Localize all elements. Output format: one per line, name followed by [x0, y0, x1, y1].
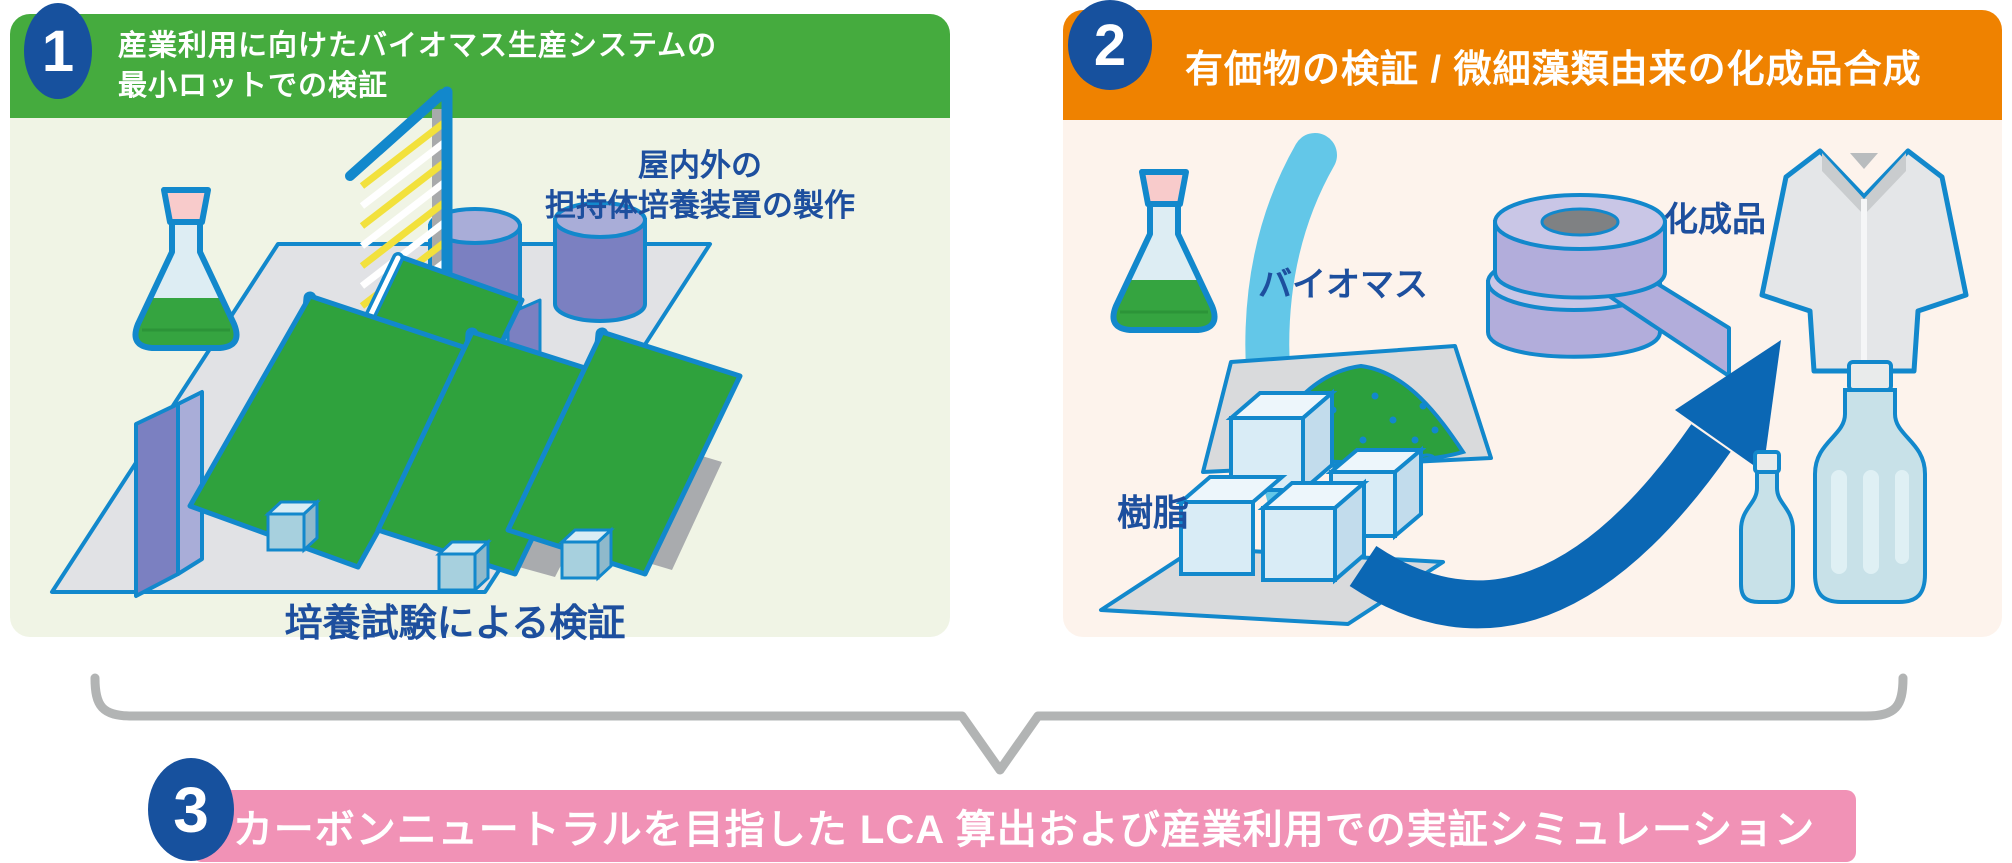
panel2-title: 有価物の検証 / 微細藻類由来の化成品合成 [1185, 48, 1922, 91]
culture-test-caption: 培養試験による検証 [284, 603, 626, 645]
step-3-number: 3 [173, 773, 209, 846]
culture-sheet-icon [505, 327, 743, 582]
step-1-badge: 1 [24, 3, 92, 99]
tank-icon [553, 201, 647, 323]
valuables-illustration [1099, 133, 1969, 629]
biomass-label: バイオマス [1258, 266, 1428, 304]
panel1-header: 産業利用に向けたバイオマス生産システムの 最小ロットでの検証 [10, 14, 950, 118]
shirt-icon [1759, 148, 1969, 374]
panel1-title: 産業利用に向けたバイオマス生産システムの 最小ロットでの検証 [118, 26, 717, 106]
bottle-icon [1739, 450, 1795, 604]
bottle-icon [1813, 360, 1927, 604]
panel-biomass-production: 産業利用に向けたバイオマス生産システムの 最小ロットでの検証 [10, 14, 950, 645]
device-caption: 屋内外の 担持体培養装置の製作 [440, 146, 960, 226]
device-caption-line1: 屋内外の [638, 148, 762, 183]
culture-sheet-icon [187, 291, 481, 570]
step-2-badge: 2 [1068, 0, 1152, 90]
process-arrow-icon [1349, 340, 1781, 629]
culture-system-illustration [50, 86, 743, 598]
resin-label: 樹脂 [1116, 492, 1189, 533]
step-2-number: 2 [1093, 12, 1127, 78]
flask-icon [1110, 169, 1218, 333]
chemical-products-label: 化成品 [1664, 201, 1766, 239]
resin-cubes-icon [1099, 388, 1445, 626]
panel1-title-line1: 産業利用に向けたバイオマス生産システムの [118, 30, 718, 62]
flask-icon [132, 187, 240, 351]
panel-lca-simulation: カーボンニュートラルを目指した LCA 算出および産業利用での実証シミュレーショ… [192, 790, 1856, 862]
device-caption-line2: 担持体培養装置の製作 [545, 188, 855, 223]
culture-sheet-icon [375, 327, 613, 594]
panel2-header: 有価物の検証 / 微細藻類由来の化成品合成 [1063, 10, 2002, 120]
step-1-number: 1 [41, 18, 75, 84]
panel1-title-line2: 最小ロットでの検証 [118, 70, 389, 102]
panel-valuables-verification: 有価物の検証 / 微細藻類由来の化成品合成 [1063, 10, 2002, 637]
panel3-title: カーボンニュートラルを目指した LCA 算出および産業利用での実証シミュレーショ… [232, 808, 1816, 852]
step-3-badge: 3 [148, 758, 234, 861]
